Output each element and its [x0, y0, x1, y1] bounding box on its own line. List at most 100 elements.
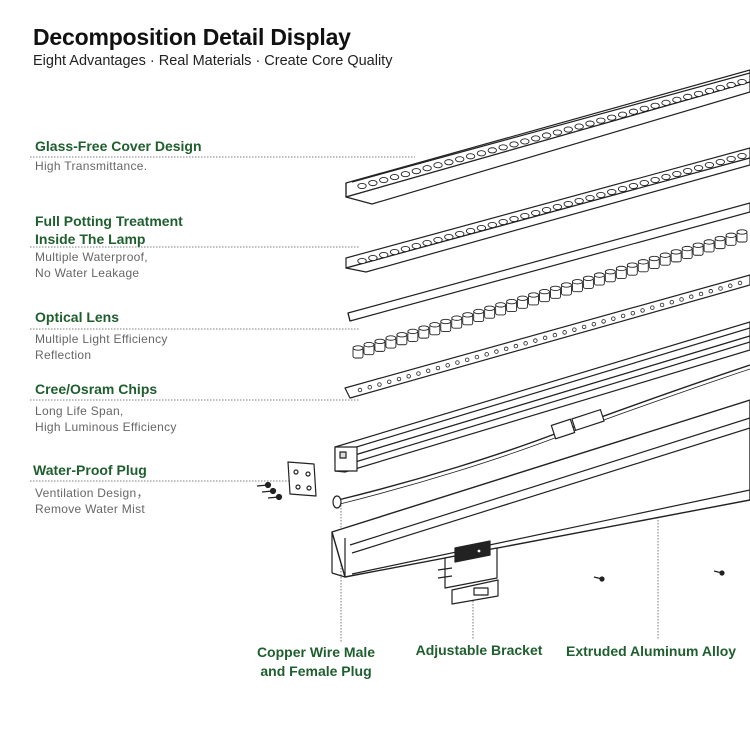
- label-adjustable-bracket: Adjustable Bracket: [415, 642, 543, 658]
- optical-lens-row: [352, 229, 748, 359]
- lens-top: [736, 229, 748, 235]
- label-copper-wire: Copper Wire Male and Female Plug: [248, 643, 384, 681]
- led-chip: [426, 368, 431, 373]
- led-chip: [494, 349, 499, 354]
- lens-top: [352, 345, 364, 351]
- cover-hole: [531, 135, 541, 142]
- potting-hole: [368, 254, 378, 262]
- feature-title-plug: Water-Proof Plug: [33, 462, 147, 478]
- potting-hole: [541, 206, 552, 214]
- cover-hole: [672, 96, 682, 103]
- lens-top: [681, 245, 693, 252]
- feature-desc-plug-line2: Remove Water Mist: [35, 502, 146, 516]
- cover-hole: [465, 153, 476, 160]
- cover-hole: [563, 126, 573, 133]
- cover-hole: [509, 141, 519, 148]
- potting-hole: [455, 230, 465, 238]
- potting-strip-part: [345, 147, 750, 273]
- lens-top: [593, 272, 605, 278]
- led-chip: [562, 330, 567, 335]
- led-chip: [630, 310, 636, 316]
- led-chip: [474, 354, 480, 360]
- lens-top: [495, 302, 507, 308]
- lens-top: [550, 285, 561, 291]
- lens-top: [407, 328, 419, 335]
- cover-hole: [476, 150, 487, 157]
- cover-hole: [498, 144, 508, 151]
- feature-title-cover: Glass-Free Cover Design: [35, 138, 202, 154]
- cover-hole: [639, 105, 649, 112]
- potting-hole: [574, 197, 584, 205]
- lens-top: [418, 325, 430, 331]
- potting-hole: [628, 182, 639, 190]
- potting-hole: [433, 236, 443, 244]
- cover-hole: [650, 102, 660, 109]
- led-chip: [689, 294, 694, 299]
- feature-title-potting-line2: Inside The Lamp: [35, 231, 146, 247]
- led-chip: [377, 382, 382, 387]
- lens-top: [714, 235, 726, 242]
- cover-strip-part: [345, 69, 750, 205]
- lens-top: [363, 342, 375, 348]
- potting-hole: [715, 158, 725, 166]
- lens-top: [429, 322, 441, 328]
- feature-desc-chips-line2: High Luminous Efficiency: [35, 420, 177, 434]
- led-chip: [708, 289, 713, 294]
- feature-desc-potting-line2: No Water Leakage: [35, 266, 140, 280]
- led-chip: [572, 327, 577, 332]
- label-extruded-aluminum: Extruded Aluminum Alloy: [566, 643, 737, 659]
- potting-hole: [509, 215, 519, 223]
- screws: [256, 481, 283, 501]
- lens-top: [637, 259, 649, 265]
- potting-hole: [400, 245, 411, 253]
- led-chip: [650, 305, 655, 310]
- potting-hole: [552, 203, 563, 211]
- cover-hole: [607, 114, 617, 121]
- page-title: Decomposition Detail Display: [33, 24, 351, 50]
- lens-top: [571, 279, 583, 285]
- flat-plate-part: [347, 202, 750, 322]
- led-chip: [503, 346, 509, 352]
- lens-top: [385, 335, 397, 341]
- cover-hole: [520, 138, 530, 145]
- led-chip: [406, 374, 411, 379]
- led-chip: [679, 297, 684, 302]
- lens-top: [539, 289, 550, 295]
- heatsink-channel-part: [334, 321, 750, 473]
- led-chip: [396, 376, 402, 382]
- potting-hole: [596, 191, 606, 199]
- led-chip: [737, 280, 743, 286]
- cover-hole: [585, 120, 595, 127]
- end-cap-part: [256, 461, 317, 501]
- cover-hole: [422, 165, 432, 172]
- led-chip: [416, 371, 421, 376]
- cover-hole: [596, 117, 606, 124]
- potting-hole: [411, 242, 421, 250]
- lens-top: [374, 338, 386, 345]
- cover-hole: [433, 162, 443, 169]
- led-chip: [659, 302, 665, 308]
- led-chip: [523, 341, 528, 346]
- cover-hole: [715, 84, 725, 91]
- label-copper-wire-line2: and Female Plug: [260, 663, 372, 679]
- aluminum-housing-part: [331, 399, 750, 578]
- led-chip: [601, 319, 606, 324]
- lens-top: [615, 265, 627, 272]
- lens-top: [670, 249, 682, 255]
- potting-hole: [465, 227, 476, 235]
- potting-hole: [607, 188, 617, 196]
- cover-hole: [552, 129, 563, 136]
- cover-hole: [487, 147, 497, 154]
- led-chip: [552, 332, 558, 338]
- cover-hole: [628, 108, 639, 115]
- cover-hole: [455, 156, 465, 163]
- lens-top: [462, 312, 474, 318]
- potting-hole: [737, 152, 747, 160]
- feature-title-lens: Optical Lens: [35, 309, 120, 325]
- lens-top: [506, 298, 518, 305]
- led-chip: [445, 363, 450, 368]
- potting-hole: [617, 185, 628, 193]
- potting-hole: [357, 257, 367, 265]
- page-subtitle: Eight Advantages · Real Materials · Crea…: [33, 53, 393, 69]
